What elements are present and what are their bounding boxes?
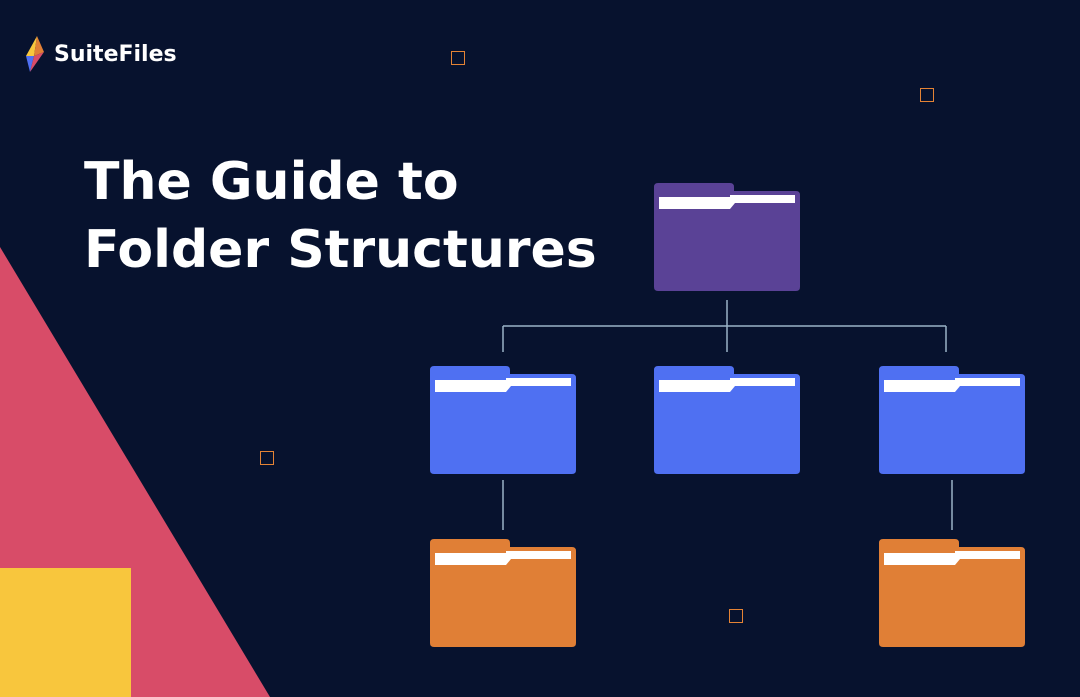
deco-square [920,88,934,102]
grandchild-folder-left-icon [430,539,576,647]
title-line-2: Folder Structures [84,220,597,280]
yellow-block [0,568,131,697]
deco-square [451,51,465,65]
lightning-bolt-icon [26,36,44,72]
tree-connectors [502,300,953,530]
deco-square [729,609,743,623]
brand-logo: SuiteFiles [24,36,177,72]
grandchild-folder-right-icon [879,539,1025,647]
deco-square [260,451,274,465]
root-folder-icon [654,183,800,291]
brand-name: SuiteFiles [54,41,177,67]
title-line-1: The Guide to [84,152,459,212]
page-title: The Guide to Folder Structures [84,148,644,284]
child-folder-center-icon [654,366,800,474]
child-folder-left-icon [430,366,576,474]
child-folder-right-icon [879,366,1025,474]
